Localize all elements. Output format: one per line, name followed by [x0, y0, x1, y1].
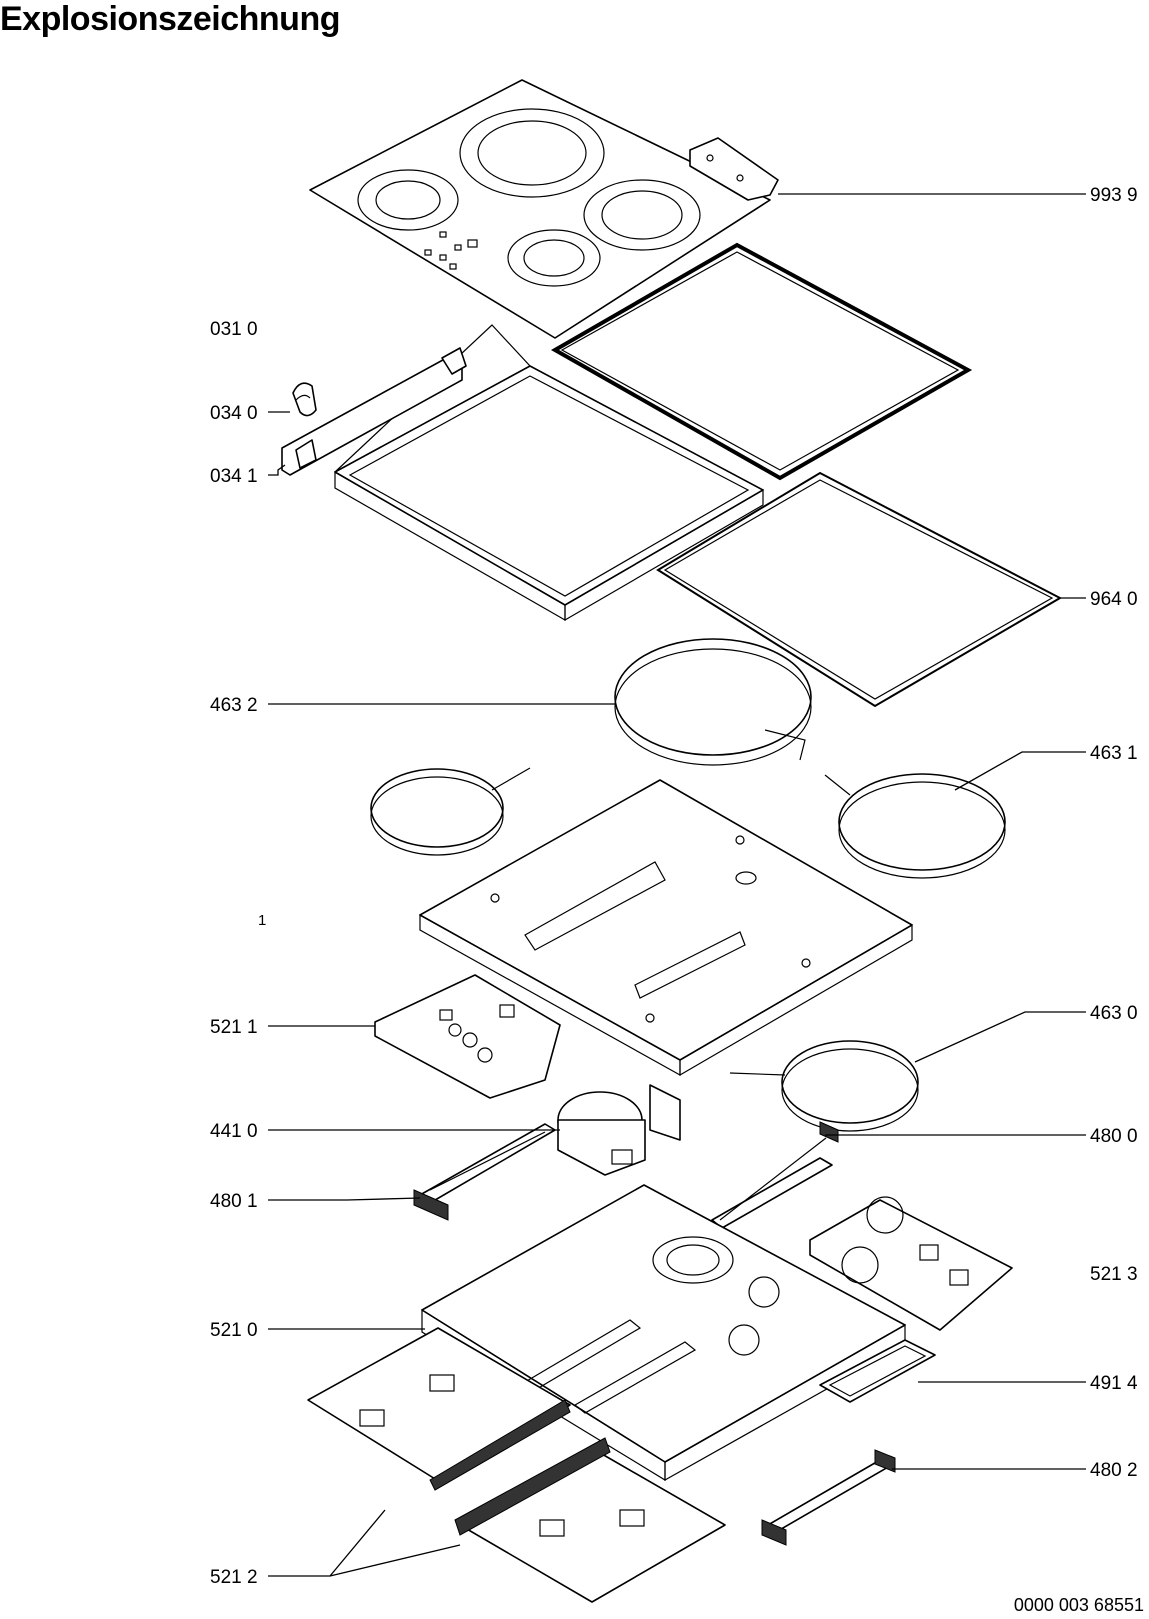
label-480-1: 480 1 — [210, 1191, 258, 1212]
label-1: 1 — [258, 912, 266, 929]
heating-element-right[interactable] — [824, 773, 1006, 879]
frame-housing[interactable] — [334, 324, 764, 622]
drawing-number: 0000 003 68551 — [1014, 1595, 1144, 1615]
power-board-right-lower[interactable] — [454, 1437, 726, 1603]
label-441-0: 441 0 — [210, 1121, 258, 1142]
label-463-1: 463 1 — [1090, 743, 1138, 764]
label-521-3: 521 3 — [1090, 1264, 1138, 1285]
connector-cable-left[interactable] — [413, 1123, 556, 1221]
control-board[interactable] — [374, 974, 561, 1099]
control-strip[interactable] — [281, 347, 467, 476]
label-480-2: 480 2 — [1090, 1460, 1138, 1481]
leader-lines — [268, 193, 1086, 1577]
connector-cable-bottom[interactable] — [761, 1449, 896, 1546]
label-031-0: 031 0 — [210, 319, 258, 340]
connector-cable-top[interactable] — [711, 1121, 839, 1229]
label-521-2: 521 2 — [210, 1567, 258, 1588]
fan-unit[interactable] — [557, 1084, 681, 1176]
power-board-right[interactable] — [809, 1196, 1013, 1331]
label-034-1: 034 1 — [210, 466, 258, 487]
label-964-0: 964 0 — [1090, 589, 1138, 610]
heating-element-front[interactable] — [729, 1040, 919, 1132]
clip-part[interactable] — [292, 382, 317, 417]
label-993-9: 993 9 — [1090, 185, 1138, 206]
heating-element-small[interactable] — [370, 767, 531, 856]
glass-ceramic-top[interactable] — [309, 79, 771, 339]
label-463-2: 463 2 — [210, 695, 258, 716]
label-491-4: 491 4 — [1090, 1373, 1138, 1394]
power-board-left[interactable] — [307, 1327, 571, 1491]
label-034-0: 034 0 — [210, 403, 258, 424]
filter-cover[interactable] — [819, 1339, 936, 1403]
label-521-0: 521 0 — [210, 1320, 258, 1341]
support-plate[interactable] — [419, 779, 913, 1077]
label-521-1: 521 1 — [210, 1017, 258, 1038]
label-480-0: 480 0 — [1090, 1126, 1138, 1147]
label-463-0: 463 0 — [1090, 1003, 1138, 1024]
main-housing[interactable] — [421, 1184, 906, 1482]
seal-frame[interactable] — [550, 242, 973, 481]
bracket-part[interactable] — [689, 137, 779, 201]
heating-element-large[interactable] — [614, 638, 812, 766]
page-title: Explosionszeichnung — [0, 0, 340, 38]
